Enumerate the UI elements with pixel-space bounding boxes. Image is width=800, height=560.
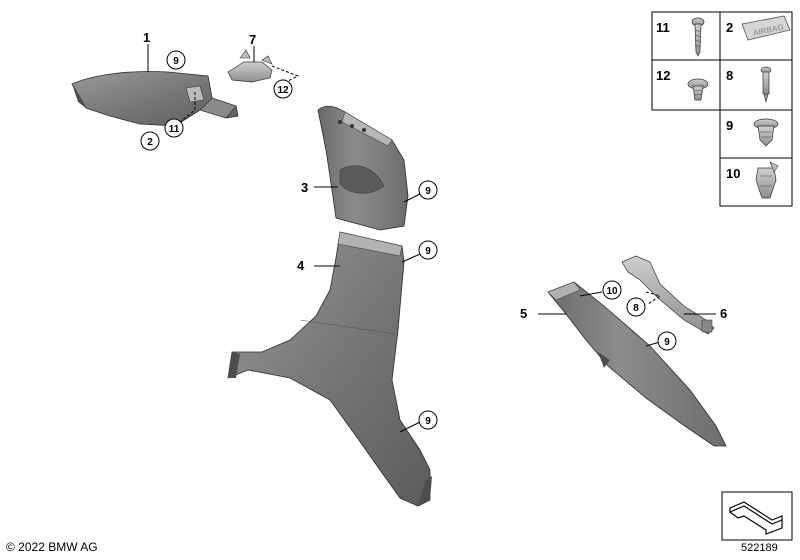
circle-10-part5 <box>602 280 622 300</box>
leader-9-part4-bottom <box>399 421 421 433</box>
strap-part-6 <box>621 255 715 335</box>
dashed-leader-12 <box>271 65 300 83</box>
circle-9-part1 <box>166 50 186 70</box>
circle-9-part5 <box>657 331 677 351</box>
callout-7: 7 <box>249 32 256 47</box>
push-clip-icon <box>753 118 779 147</box>
table-cell-8 <box>719 59 793 111</box>
panhead-screw-icon <box>687 78 709 101</box>
circle-9-part1-label: 9 <box>173 56 179 67</box>
table-cell-9 <box>719 109 793 159</box>
table-label-2: 2 <box>726 20 733 35</box>
callout-5: 5 <box>520 306 527 321</box>
table-label-11: 11 <box>656 20 670 35</box>
circle-9-part4-top <box>418 240 438 260</box>
table-cell-10 <box>719 157 793 207</box>
callout-3: 3 <box>301 180 308 195</box>
circle-10-part5-label: 10 <box>606 286 618 297</box>
table-label-10: 10 <box>726 166 740 181</box>
dashed-leader-11 <box>179 92 196 123</box>
parts-table: 11 2 12 8 9 10 AIRBAG <box>651 11 793 207</box>
leader-10-part5 <box>579 291 603 297</box>
diagram-id-text: 522189 <box>741 542 778 554</box>
leader-9-part3 <box>403 193 421 203</box>
table-cell-12 <box>651 59 721 111</box>
trim-part-5 <box>547 281 727 447</box>
circle-12-part7 <box>273 79 293 99</box>
circle-2-part1-label: 2 <box>147 137 153 148</box>
table-label-9: 9 <box>726 118 733 133</box>
direction-arrow-icon <box>721 491 793 541</box>
circle-11-part1-label: 11 <box>169 124 180 135</box>
rivet-icon <box>760 66 772 103</box>
circle-9-part4-bottom-label: 9 <box>425 416 431 427</box>
circle-8-part5-label: 8 <box>633 303 639 314</box>
trim-part-1 <box>71 71 239 127</box>
leader-9-part4-top <box>401 253 421 263</box>
callout-6: 6 <box>720 306 727 321</box>
callout-4: 4 <box>297 258 305 273</box>
circle-9-part4-top-label: 9 <box>425 246 431 257</box>
circle-8-part5 <box>626 297 646 317</box>
copyright-text: © 2022 BMW AG <box>6 540 98 554</box>
bracket-part-7 <box>227 49 273 83</box>
circle-9-part3 <box>418 180 438 200</box>
trim-part-4 <box>227 231 432 507</box>
table-label-8: 8 <box>726 68 733 83</box>
circle-9-part3-label: 9 <box>425 186 431 197</box>
table-label-12: 12 <box>656 68 670 83</box>
circle-11-part1 <box>164 118 184 138</box>
trim-part-3 <box>317 106 409 231</box>
spring-clip-icon <box>755 161 779 199</box>
circle-12-part7-label: 12 <box>277 85 289 96</box>
circle-9-part4-bottom <box>418 410 438 430</box>
circle-9-part5-label: 9 <box>664 337 670 348</box>
screw-icon <box>691 17 705 57</box>
circle-2-part1 <box>140 131 160 151</box>
callout-1: 1 <box>143 30 150 45</box>
